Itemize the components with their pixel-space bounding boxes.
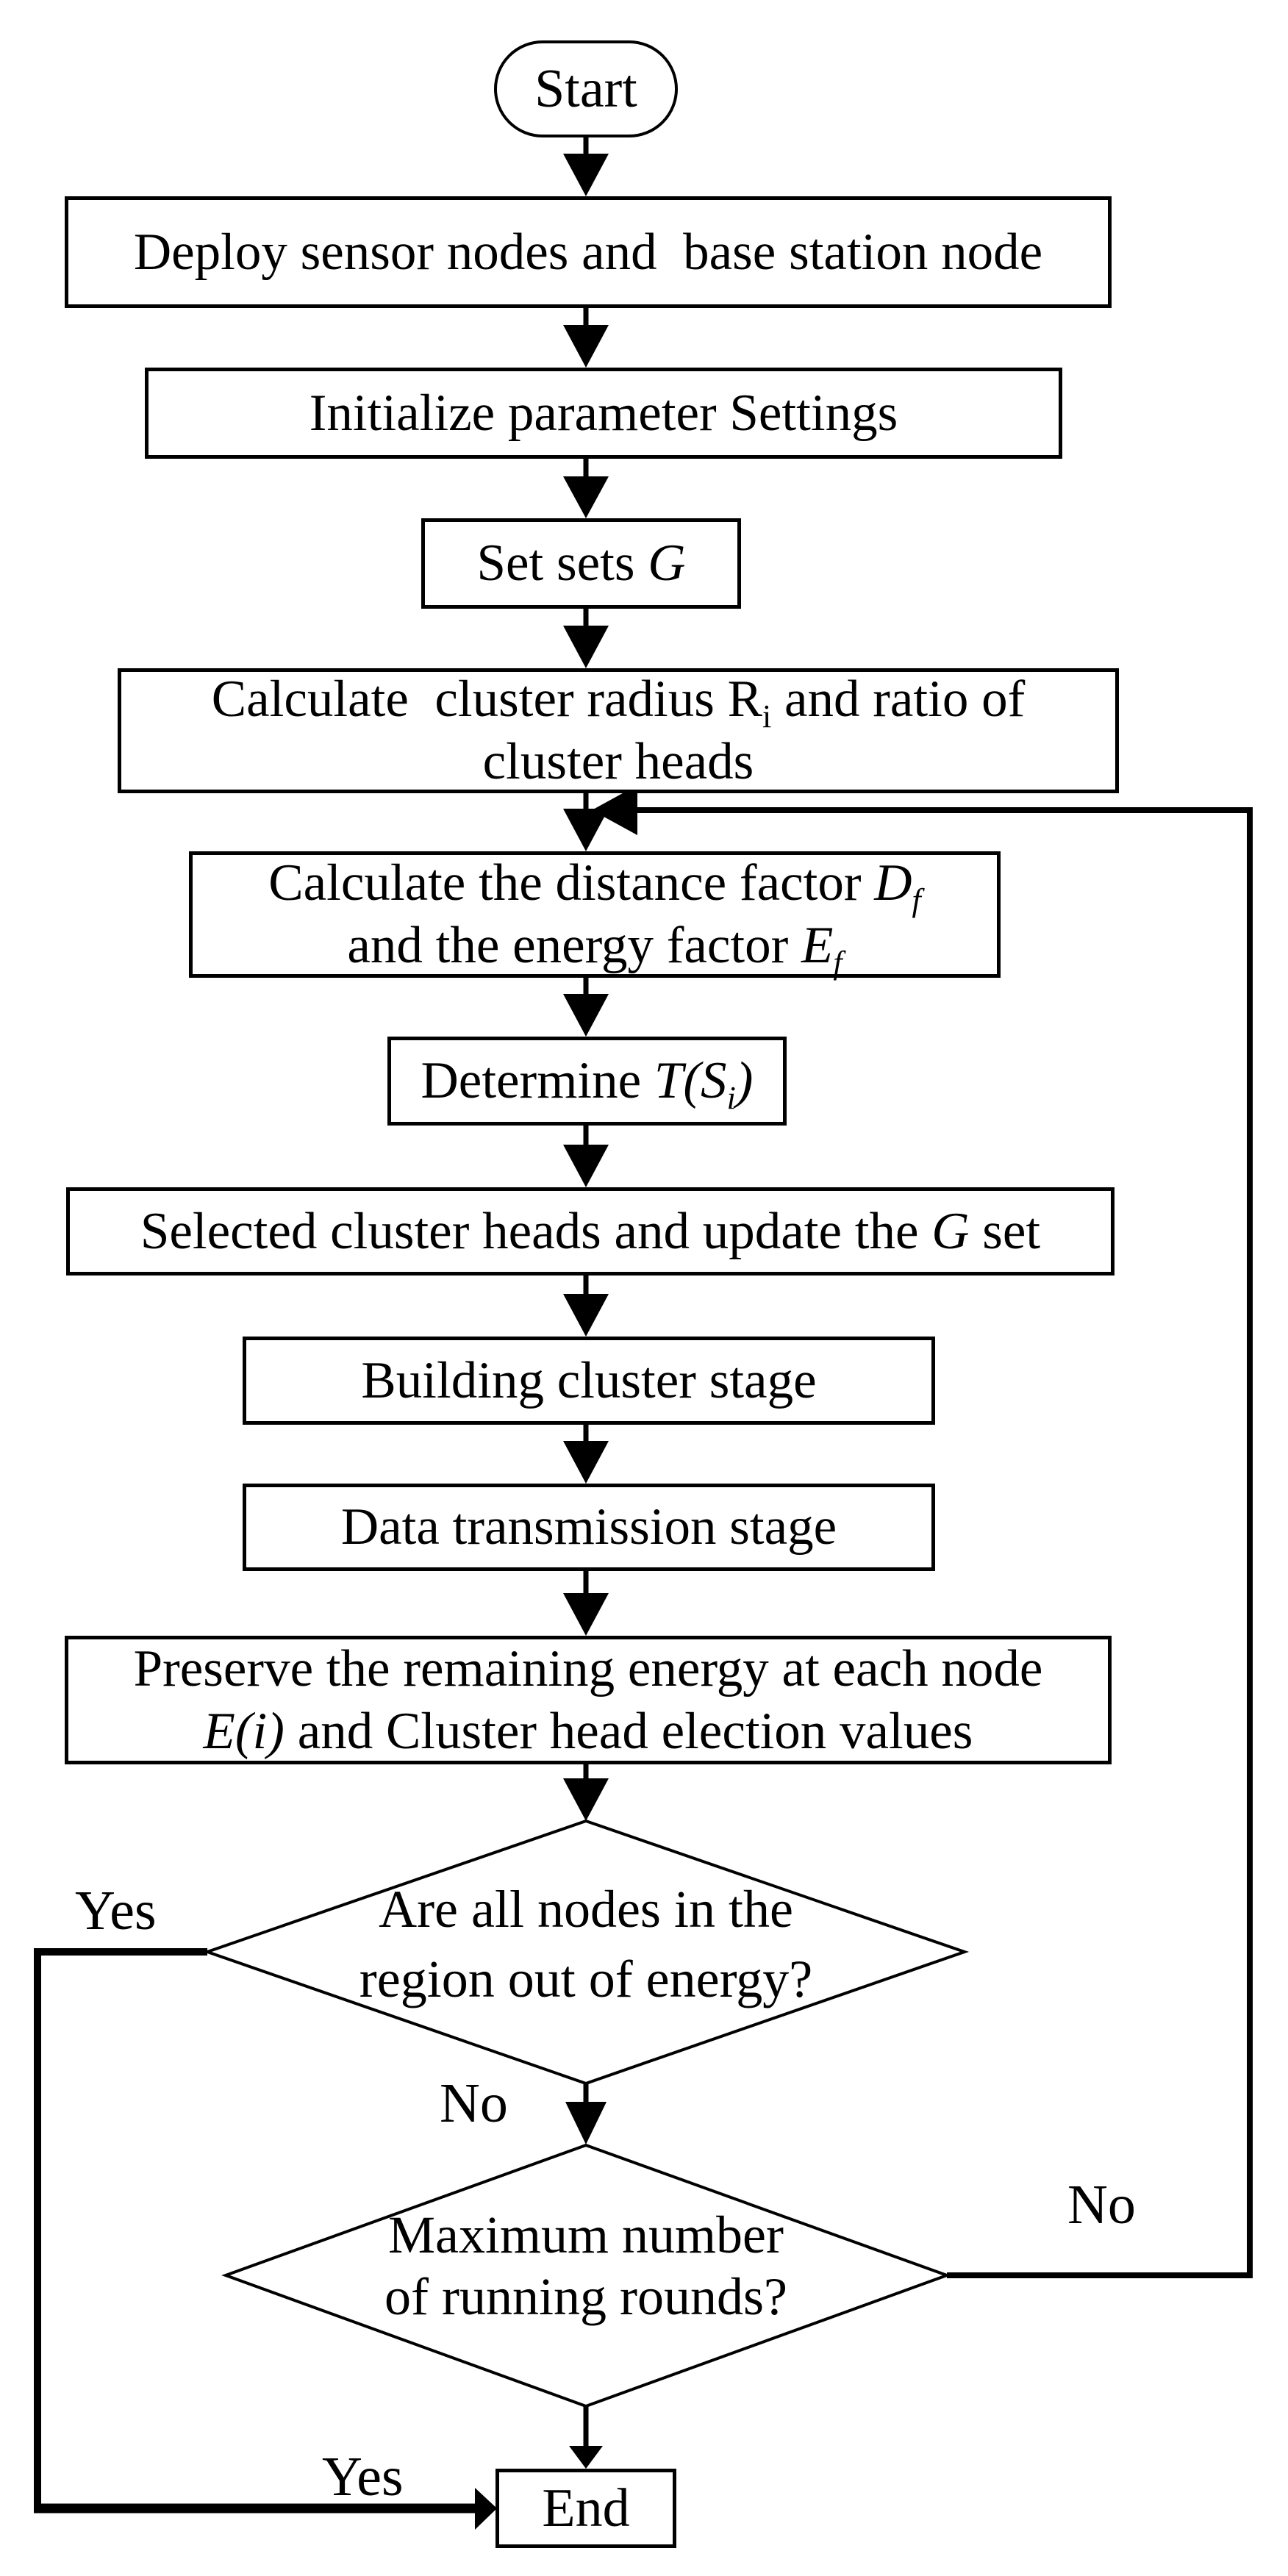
process-label: Building cluster stage — [361, 1351, 817, 1409]
line-2: of running rounds? — [384, 2267, 787, 2326]
process-label: Initialize parameter Settings — [309, 384, 898, 442]
process-initialize-parameters: Initialize parameter Settings — [145, 368, 1062, 459]
process-calculate-factors: Calculate the distance factor Df and the… — [189, 851, 1001, 981]
process-label: Determine T(Si) — [421, 1052, 754, 1117]
arrowhead — [563, 626, 609, 668]
start-label: Start — [534, 58, 637, 119]
line-2: and the energy factor Ef — [347, 917, 842, 981]
arrowhead — [563, 1294, 609, 1337]
edge-label-no-right: No — [1067, 2174, 1136, 2236]
end-arrowhead — [475, 2488, 497, 2530]
start-node: Start — [494, 40, 678, 137]
process-label: Calculate cluster radius Ri and ratio of… — [212, 668, 1025, 793]
end-node: End — [495, 2469, 676, 2548]
process-set-sets-g: Set sets G — [421, 518, 741, 609]
connector-group — [34, 136, 1253, 2530]
process-deploy-nodes: Deploy sensor nodes and base station nod… — [65, 196, 1112, 308]
process-label: Calculate the distance factor Df and the… — [268, 852, 921, 981]
arrowhead — [565, 2102, 607, 2144]
arrowhead — [563, 325, 609, 368]
process-label: Data transmission stage — [340, 1498, 837, 1556]
process-label: Deploy sensor nodes and base station nod… — [133, 223, 1043, 281]
process-data-transmission-stage: Data transmission stage — [243, 1484, 935, 1571]
arrowhead — [563, 1778, 609, 1821]
arrowhead — [563, 1593, 609, 1636]
edge-label-yes-bottom: Yes — [322, 2446, 404, 2508]
edge-label-no-middle: No — [440, 2072, 508, 2134]
arrowhead — [563, 809, 609, 851]
arrowhead — [569, 2446, 603, 2469]
process-label: Selected cluster heads and update the G … — [140, 1202, 1041, 1260]
arrowhead — [563, 1441, 609, 1484]
process-select-cluster-heads: Selected cluster heads and update the G … — [66, 1187, 1115, 1276]
line-1: Calculate cluster radius Ri and ratio of — [211, 670, 1026, 735]
decision-energy-text: Are all nodes in the region out of energ… — [218, 1875, 954, 2014]
decision-rounds-text: Maximum number of running rounds? — [218, 2204, 954, 2328]
process-label: Set sets G — [476, 534, 686, 592]
process-building-cluster-stage: Building cluster stage — [243, 1337, 935, 1425]
process-label: Preserve the remaining energy at each no… — [134, 1638, 1043, 1763]
line-2: E(i) and Cluster head election values — [203, 1702, 973, 1760]
arrowhead — [563, 154, 609, 196]
arrowhead — [563, 994, 609, 1037]
line-1: Are all nodes in the — [379, 1880, 793, 1939]
process-calculate-cluster-radius: Calculate cluster radius Ri and ratio of… — [118, 668, 1119, 793]
arrowhead — [563, 1145, 609, 1187]
process-preserve-energy: Preserve the remaining energy at each no… — [65, 1636, 1112, 1764]
line-2: region out of energy? — [359, 1950, 813, 2008]
process-determine-threshold: Determine T(Si) — [387, 1037, 787, 1126]
arrowhead — [563, 476, 609, 518]
line-2: cluster heads — [482, 733, 754, 790]
loop-right-arrowhead — [592, 785, 637, 835]
line-1: Calculate the distance factor Df — [268, 854, 921, 919]
line-1: Preserve the remaining energy at each no… — [133, 1639, 1043, 1697]
line-1: Maximum number — [388, 2205, 784, 2264]
edge-label-yes-left: Yes — [75, 1880, 157, 1942]
end-label: End — [542, 2477, 630, 2539]
